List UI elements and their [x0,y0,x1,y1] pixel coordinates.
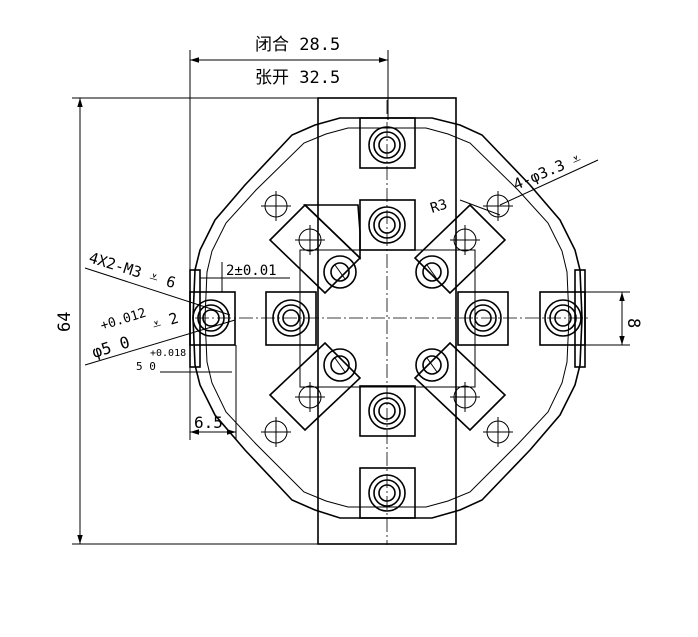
label-thread-holes: 4X2-M3 ⩡ 6 [87,249,178,292]
mount-hole [295,225,325,255]
center-lines [195,100,590,545]
label-flatness: 2±0.01 [226,263,277,279]
label-offset: 6.5 [194,413,223,432]
mount-hole [450,225,480,255]
label-jaw-height: 8 [623,318,643,328]
screw [272,299,310,337]
dimension-labels: 闭合 28.5 张开 32.5 64 4X2-M3 ⩡ 6 R3 4-φ3.3 … [55,35,643,432]
screw [368,392,406,430]
label-hole-tol: +0.012 [99,306,148,334]
guide-pin [415,255,449,289]
gripper-body [189,117,586,519]
jaws [189,117,586,519]
mount-hole [261,191,291,221]
screw [368,206,406,244]
guide-pin [415,348,449,382]
jaw-screws [192,126,582,512]
label-radius: R3 [428,197,449,217]
label-hole-depth: ⩡ 2 [150,309,181,334]
dimension-lines [72,50,630,545]
screw [368,474,406,512]
label-closed: 闭合 28.5 [255,35,340,55]
label-slot-width: 5 0 [136,360,156,373]
mount-hole [483,191,513,221]
label-height: 64 [55,312,75,332]
mount-holes [261,191,513,447]
screw [192,299,230,337]
mount-hole [295,382,325,412]
mount-hole [450,382,480,412]
label-open: 张开 32.5 [255,68,340,88]
label-slot-tol: +0.018 [150,348,186,359]
guide-pin [323,348,357,382]
mount-hole [261,417,291,447]
mount-hole [483,417,513,447]
guide-pin [323,255,357,289]
screw [368,126,406,164]
guide-pins [323,255,449,382]
base-plate [317,97,457,545]
screw [464,299,502,337]
screw [544,299,582,337]
